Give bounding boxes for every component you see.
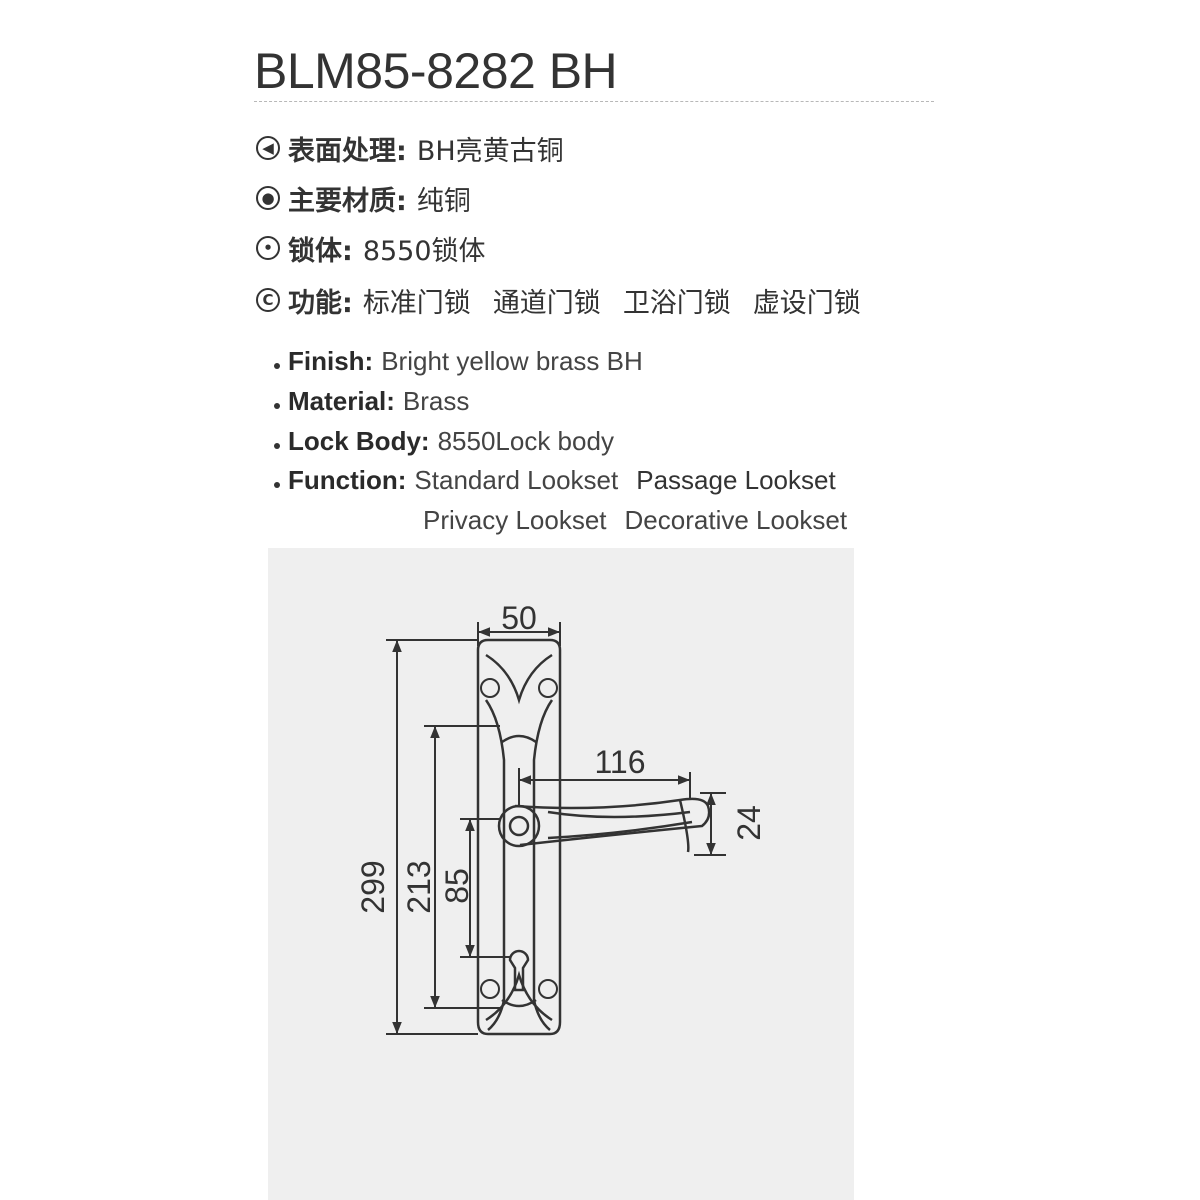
spec-en-function-label: Function:	[288, 464, 407, 495]
material-icon: ●	[256, 186, 280, 210]
spec-en-function: Function: Standard Lookset Passage Looks…	[274, 463, 836, 497]
dim-handle-length-label: 116	[594, 744, 645, 780]
spec-en-material-label: Material:	[288, 385, 395, 416]
keyhole-icon	[508, 949, 530, 992]
dim-handle-cylinder-label: 85	[439, 868, 475, 904]
spec-en-lock-body-value: 8550Lock body	[437, 425, 614, 456]
bullet-icon	[274, 363, 280, 369]
bullet-icon	[274, 403, 280, 409]
spec-en-lock-body: Lock Body: 8550Lock body	[274, 424, 614, 458]
spec-cn-function-value: 虚设门锁	[752, 287, 861, 319]
bullet-icon	[274, 482, 280, 488]
spec-cn-lock-body-value: 8550锁体	[362, 235, 486, 267]
lever-handle	[497, 797, 711, 853]
spec-cn-function-label: 功能:	[288, 287, 353, 319]
dim-width-label: 50	[501, 600, 537, 636]
copyright-icon: C	[256, 288, 280, 312]
spec-cn-finish-value: BH亮黄古铜	[416, 135, 564, 167]
spec-cn-material: ● 主要材质: 纯铜	[256, 178, 471, 218]
product-title: BLM85-8282 BH	[254, 43, 618, 99]
finish-icon: ◀	[256, 136, 280, 160]
spec-en-finish-label: Finish:	[288, 345, 374, 376]
spec-cn-function-value: 卫浴门锁	[622, 287, 731, 319]
dim-overall-height-label: 299	[355, 860, 391, 913]
technical-drawing: 50 116 24 299 213	[268, 548, 854, 1200]
spec-cn-lock-body-label: 锁体:	[288, 235, 353, 267]
spec-en-finish: Finish: Bright yellow brass BH	[274, 344, 643, 378]
spec-cn-material-value: 纯铜	[416, 185, 471, 217]
spec-en-function-continued: Privacy Lookset Decorative Lookset	[423, 503, 847, 537]
dim-screw-spacing-line	[424, 725, 500, 1009]
dim-handle-height-label: 24	[731, 805, 767, 841]
dim-handle-length-line	[518, 768, 691, 806]
dim-overall-height-line	[386, 639, 478, 1035]
dim-screw-spacing-label: 213	[401, 860, 437, 913]
title-divider	[254, 101, 934, 102]
spec-en-lock-body-label: Lock Body:	[288, 425, 430, 456]
spec-cn-finish-label: 表面处理:	[288, 135, 407, 167]
spec-cn-function: C 功能: 标准门锁 通道门锁 卫浴门锁 虚设门锁	[256, 280, 861, 320]
spec-en-material: Material: Brass	[274, 384, 469, 418]
spec-en-function-value: Privacy Lookset	[423, 504, 607, 535]
spec-cn-function-value: 标准门锁	[362, 287, 471, 319]
spec-en-finish-value: Bright yellow brass BH	[381, 345, 643, 376]
spec-en-function-value: Decorative Lookset	[624, 504, 848, 535]
bullet-icon	[274, 443, 280, 449]
spec-cn-lock-body: • 锁体: 8550锁体	[256, 228, 486, 268]
lock-icon: •	[256, 236, 280, 260]
spec-cn-material-label: 主要材质:	[288, 185, 407, 217]
spec-en-function-value: Passage Lookset	[636, 464, 836, 495]
dim-handle-cylinder-line	[460, 818, 510, 958]
dim-handle-height-line	[694, 792, 726, 856]
spec-en-material-value: Brass	[402, 385, 470, 416]
spec-cn-function-value: 通道门锁	[492, 287, 601, 319]
backplate-outline	[476, 638, 562, 1036]
spec-en-function-value: Standard Lookset	[414, 464, 619, 495]
screw-icon	[480, 678, 558, 999]
dim-width-line	[477, 622, 561, 646]
spec-cn-finish: ◀ 表面处理: BH亮黄古铜	[256, 128, 564, 168]
